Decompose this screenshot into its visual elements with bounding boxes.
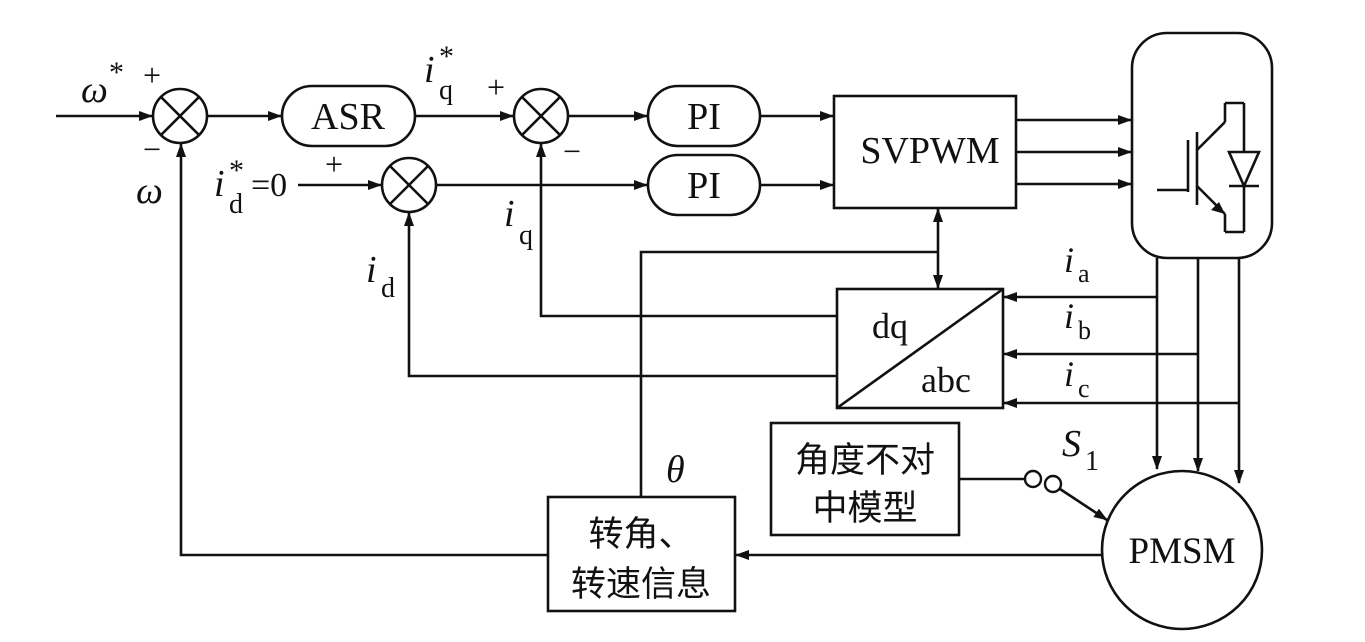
- iq-feedback-label: i q: [504, 193, 533, 251]
- pi-d-label: PI: [687, 165, 721, 207]
- svpwm-block: SVPWM: [832, 94, 1018, 210]
- s1-label: S 1: [1062, 423, 1099, 477]
- inverter-block: [1130, 31, 1274, 260]
- plus-sign-speed: +: [143, 57, 161, 93]
- omega-ref-label: ω *: [81, 56, 124, 111]
- svg-text:i: i: [424, 49, 435, 91]
- pmsm-block: PMSM: [1100, 469, 1264, 631]
- angle-label-line2: 转速信息: [571, 565, 711, 605]
- svg-text:i: i: [1064, 296, 1074, 336]
- svg-text:i: i: [214, 163, 225, 205]
- svg-text:ω: ω: [81, 69, 108, 111]
- minus-sign-iq: −: [563, 133, 581, 169]
- signal-lines: [56, 111, 1244, 560]
- pi-d-block: PI: [646, 153, 762, 217]
- iq-ref-label: i q *: [424, 40, 454, 106]
- minus-sign-speed: −: [143, 131, 161, 167]
- svg-text:i: i: [504, 193, 515, 235]
- angle-label-line1: 转角、: [588, 515, 693, 555]
- svg-text:i: i: [1064, 240, 1074, 280]
- pmsm-label: PMSM: [1129, 531, 1236, 572]
- omega-feedback-label: ω: [136, 170, 163, 212]
- angle-speed-info-block: 转角、 转速信息: [546, 495, 737, 613]
- angle-error-model-block: 角度不对 中模型: [769, 421, 961, 537]
- svg-text:a: a: [1078, 259, 1090, 288]
- model-label-line1: 角度不对: [795, 441, 935, 481]
- id-ref-label: i d * =0: [214, 154, 287, 220]
- svg-text:d: d: [229, 189, 243, 220]
- svg-text:1: 1: [1085, 446, 1099, 477]
- svg-text:q: q: [519, 220, 533, 251]
- switch-s1-icon: [1023, 469, 1108, 522]
- plus-sign-id: +: [325, 146, 343, 182]
- asr-label: ASR: [311, 96, 386, 138]
- dq-label: dq: [872, 306, 908, 346]
- svg-text:c: c: [1078, 374, 1090, 403]
- model-label-line2: 中模型: [812, 489, 917, 529]
- ib-label: i b: [1064, 296, 1091, 345]
- abc-label: abc: [921, 360, 971, 400]
- sum-junction-speed: [151, 87, 209, 145]
- asr-block: ASR: [280, 84, 417, 148]
- svg-text:i: i: [1064, 354, 1074, 394]
- sum-junction-id: [380, 156, 438, 214]
- theta-label: θ: [666, 449, 685, 491]
- ia-label: i a: [1064, 240, 1090, 288]
- igbt-icon: [1157, 101, 1261, 234]
- sum-junction-iq: [512, 87, 570, 145]
- dq-abc-transform-block: dq abc: [835, 287, 1005, 410]
- svg-text:d: d: [381, 273, 395, 304]
- pi-q-block: PI: [646, 84, 762, 148]
- svg-text:b: b: [1078, 316, 1091, 345]
- svg-text:*: *: [439, 40, 454, 73]
- svpwm-label: SVPWM: [860, 130, 999, 172]
- svg-text:*: *: [109, 56, 124, 89]
- id-feedback-label: i d: [366, 249, 395, 304]
- pi-q-label: PI: [687, 96, 721, 138]
- svg-text:*: *: [229, 154, 244, 187]
- svg-text:=0: =0: [251, 167, 287, 204]
- svg-text:S: S: [1062, 423, 1081, 465]
- plus-sign-iq: +: [487, 69, 505, 105]
- svg-text:i: i: [366, 249, 377, 291]
- svg-text:q: q: [439, 75, 453, 106]
- ic-label: i c: [1064, 354, 1090, 403]
